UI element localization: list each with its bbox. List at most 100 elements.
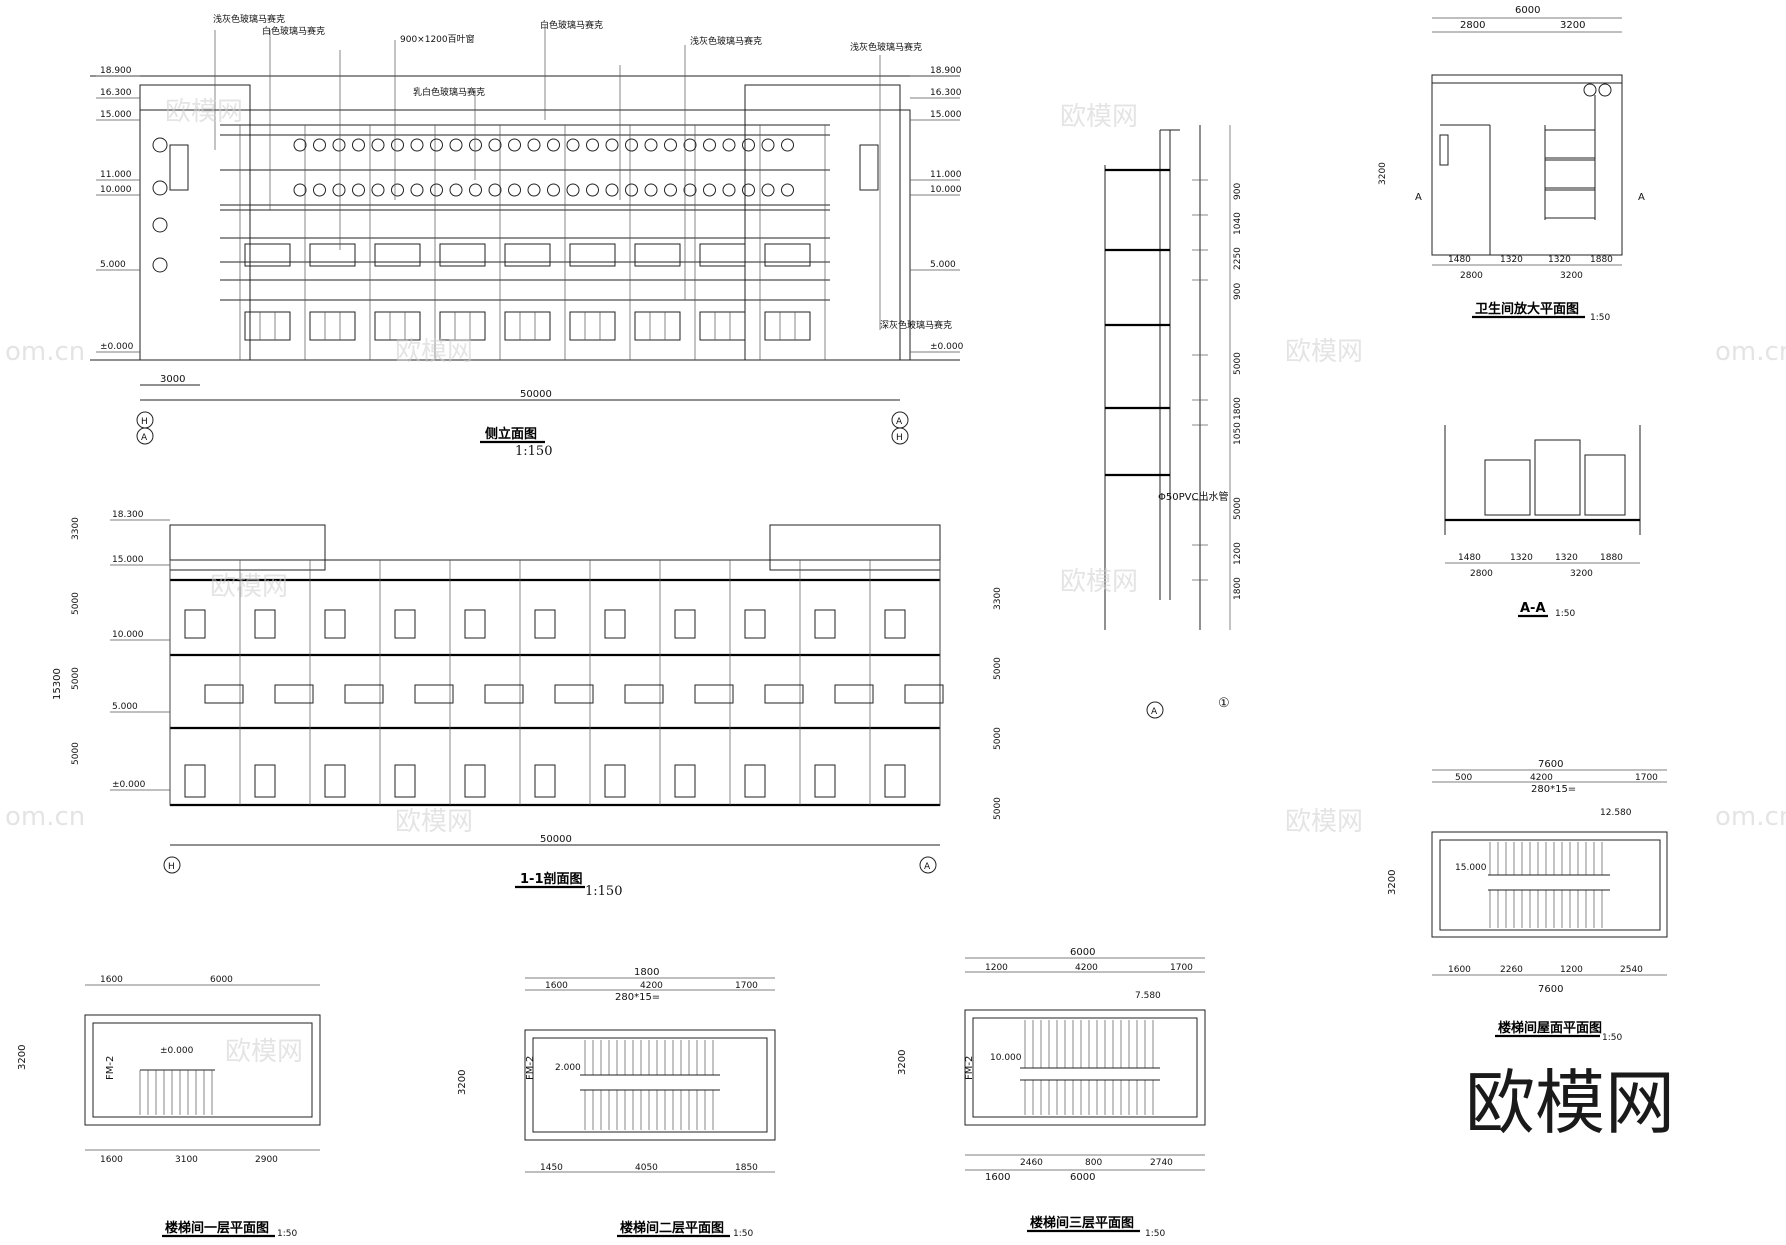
toilet-top-dim: 2800 — [1460, 20, 1485, 31]
elevation-round-window — [508, 138, 521, 152]
toilet-bottom-dim: 1880 — [1590, 255, 1613, 265]
elevation-tower-window — [859, 144, 879, 191]
elev-note-8: 深灰色玻璃马赛克 — [880, 319, 952, 331]
toilet-bottom-total: 2800 — [1460, 271, 1483, 281]
elevation-level-left: 15.000 — [100, 110, 132, 120]
sec-grid-left: H — [168, 862, 175, 872]
elev-scale: 1:150 — [515, 444, 552, 459]
section-door-lower — [674, 764, 696, 798]
elevation-level-right: 15.000 — [930, 110, 962, 120]
section-door-lower — [604, 764, 626, 798]
watermark-5: 欧模网 — [1060, 567, 1138, 597]
roof-bottom-dim: 1200 — [1560, 965, 1583, 975]
elevation-window — [309, 311, 356, 341]
wall-detail-dim: 5000 — [1233, 352, 1243, 375]
toilet-bottom-dim: 1320 — [1500, 255, 1523, 265]
section-door-lower — [464, 764, 486, 798]
aa-bottom-total: 3200 — [1570, 569, 1593, 579]
p2-height: 3200 — [457, 1070, 468, 1095]
section-door-lower — [324, 764, 346, 798]
section-door-lower — [744, 764, 766, 798]
elevation-round-window — [469, 138, 482, 152]
toilet-title: 卫生间放大平面图 — [1475, 301, 1579, 317]
wall-note: Φ50PVC出水管 — [1158, 490, 1228, 503]
roof-height: 3200 — [1387, 870, 1398, 895]
roof-top-dim: 1700 — [1635, 773, 1658, 783]
elev-note-5: 白色玻璃马赛克 — [540, 19, 603, 31]
wall-detail-dim: 1040 — [1233, 212, 1243, 235]
elevation-window — [244, 311, 291, 341]
elevation-round-window — [547, 183, 560, 197]
elevation-round-window — [410, 183, 424, 197]
plan1-bottom-dim: 3100 — [175, 1155, 198, 1165]
plan2-bottom-dim: 1850 — [735, 1163, 758, 1173]
section-door-lower — [534, 764, 556, 798]
elev-note-4: 乳白色玻璃马赛克 — [413, 86, 485, 98]
elevation-level-left: ±0.000 — [100, 342, 134, 352]
section-storey-dim: 5000 — [71, 592, 81, 615]
elevation-round-window — [313, 183, 326, 197]
elevation-round-window — [625, 138, 638, 152]
plan1-top-dim: 6000 — [210, 975, 233, 985]
section-window-mid — [764, 684, 804, 704]
elevation-window — [699, 311, 746, 341]
section-door-upper — [324, 609, 346, 639]
watermark-2: 欧模网 — [395, 337, 473, 367]
roof-title: 楼梯间屋面平面图 — [1498, 1020, 1602, 1036]
plan3-top-dim: 4200 — [1075, 963, 1098, 973]
watermark-url-1: om.cn — [5, 337, 85, 367]
p3-top-overall: 6000 — [1070, 947, 1095, 958]
section-level: 5.000 — [112, 702, 138, 712]
section-door-upper — [534, 609, 556, 639]
elevation-tower-window — [169, 144, 189, 191]
roof-scale: 1:50 — [1602, 1033, 1622, 1043]
sec-total-dim: 50000 — [540, 834, 572, 845]
watermarks: 欧模网 欧模网 欧模网 欧模网 欧模网 欧模网 欧模网 欧模网 欧模网 om.c… — [5, 97, 1786, 1067]
roof-steps: 280*15= — [1531, 784, 1576, 795]
watermark-9: 欧模网 — [225, 1037, 303, 1067]
section-window-mid — [624, 684, 664, 704]
elevation-round-window — [605, 183, 619, 197]
section-door-lower — [254, 764, 276, 798]
elevation-round-window — [625, 183, 638, 197]
section-storey-dim: 5000 — [71, 667, 81, 690]
p1-scale: 1:50 — [277, 1229, 297, 1239]
elevation-round-window — [605, 138, 619, 152]
elevation-round-window — [488, 183, 502, 197]
section-storey-dim-right: 5000 — [993, 797, 1003, 820]
toilet-sec-a: A — [1415, 192, 1422, 203]
elev-title: 侧立面图 — [485, 426, 537, 442]
p2-title: 楼梯间二层平面图 — [620, 1220, 724, 1236]
p2-door: FM-2 — [525, 1056, 536, 1080]
elevation-round-window — [410, 138, 424, 152]
plan2-top-dim: 1700 — [735, 981, 758, 991]
elevation-round-window — [152, 180, 168, 196]
elevation-round-window — [152, 137, 168, 153]
elevation-round-window — [527, 183, 541, 197]
elevation-level-right: 5.000 — [930, 260, 956, 270]
wall-detail-dim: 1200 — [1233, 542, 1243, 565]
elevation-round-window — [664, 183, 677, 197]
elevation-round-window — [313, 138, 326, 152]
section-door-lower — [394, 764, 416, 798]
plan1-bottom-dim: 2900 — [255, 1155, 278, 1165]
p2-steps: 280*15= — [615, 992, 660, 1003]
aa-bottom-dim: 1880 — [1600, 553, 1623, 563]
section-door-upper — [814, 609, 836, 639]
elev-grid-left-2: A — [141, 433, 148, 443]
elevation-level-right: 18.900 — [930, 66, 962, 76]
watermark-4: 欧模网 — [1285, 337, 1363, 367]
elevation-round-window — [332, 138, 346, 152]
elevation-round-window — [469, 183, 482, 197]
aa-bottom-dim: 1320 — [1510, 553, 1533, 563]
elevation-window — [374, 311, 421, 341]
elevation-window — [504, 243, 551, 267]
section-door-upper — [674, 609, 696, 639]
elevation-round-window — [547, 138, 560, 152]
toilet-overall: 6000 — [1515, 5, 1540, 16]
elev-note-2: 白色玻璃马赛克 — [262, 25, 325, 37]
